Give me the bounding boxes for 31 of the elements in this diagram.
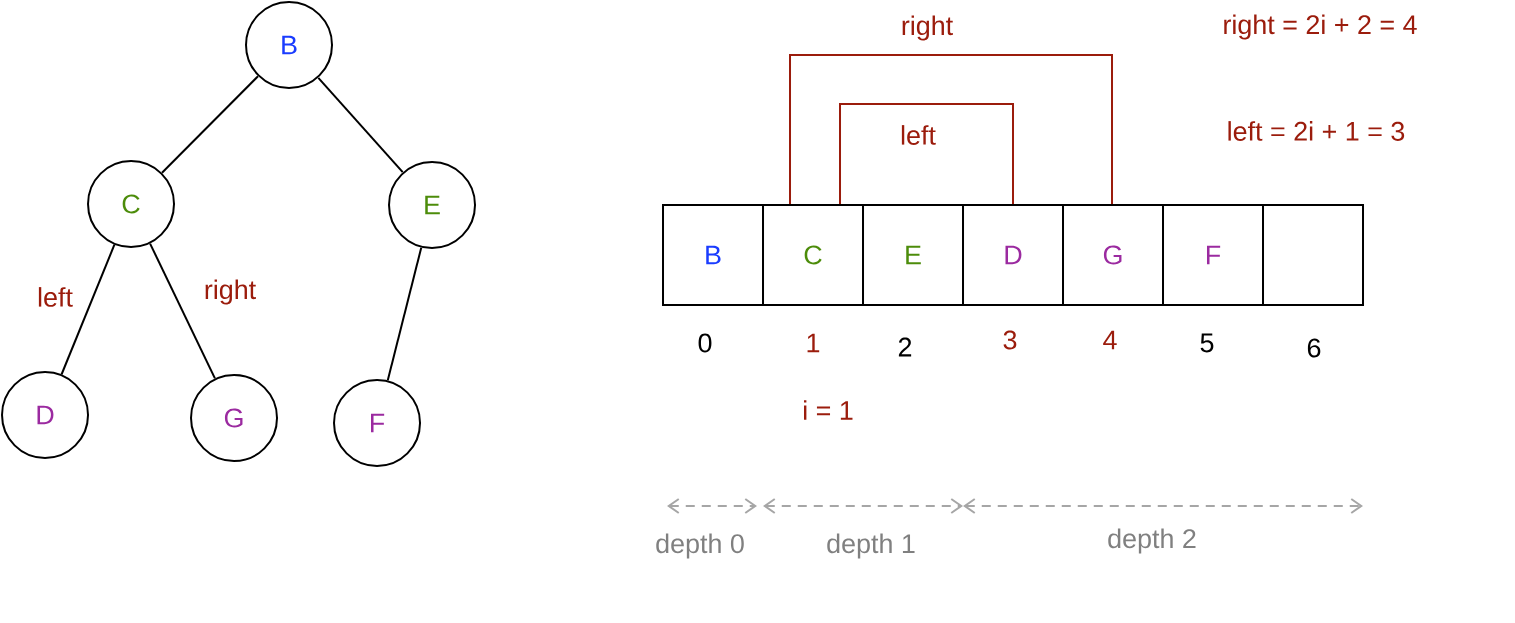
array-cell: C [762, 204, 864, 306]
index-label: 2 [898, 337, 912, 357]
index-label: 4 [1103, 330, 1117, 350]
edge-label: left [35, 285, 75, 309]
array-cell [1262, 204, 1364, 306]
tree-edge [60, 243, 116, 376]
bracket-connector [789, 54, 1113, 205]
array-cell: E [862, 204, 964, 306]
formula-label: right = 2i + 2 = 4 [1224, 14, 1417, 40]
edge-label: right [898, 13, 956, 43]
depth-label: depth 0 [656, 533, 744, 559]
index-label: 6 [1307, 338, 1321, 358]
index-label: 5 [1200, 333, 1214, 353]
array-cell: D [962, 204, 1064, 306]
edge-label: left [898, 123, 938, 147]
index-label: 0 [698, 333, 712, 353]
array-cell: F [1162, 204, 1264, 306]
edge-label: right [201, 277, 259, 307]
depth-label: depth 1 [827, 533, 915, 559]
index-label: 1 [807, 333, 820, 353]
tree-edge [386, 246, 423, 382]
bracket-connector [839, 103, 1014, 205]
index-label: 3 [1003, 330, 1017, 350]
formula-label: i = 1 [804, 400, 853, 420]
array-cell: G [1062, 204, 1164, 306]
tree-edge [317, 76, 404, 174]
depth-label: depth 2 [1108, 528, 1196, 554]
tree-edge [161, 75, 259, 174]
formula-label: left = 2i + 1 = 3 [1228, 121, 1405, 141]
array-cell: B [662, 204, 764, 306]
tree-edge [149, 242, 216, 380]
